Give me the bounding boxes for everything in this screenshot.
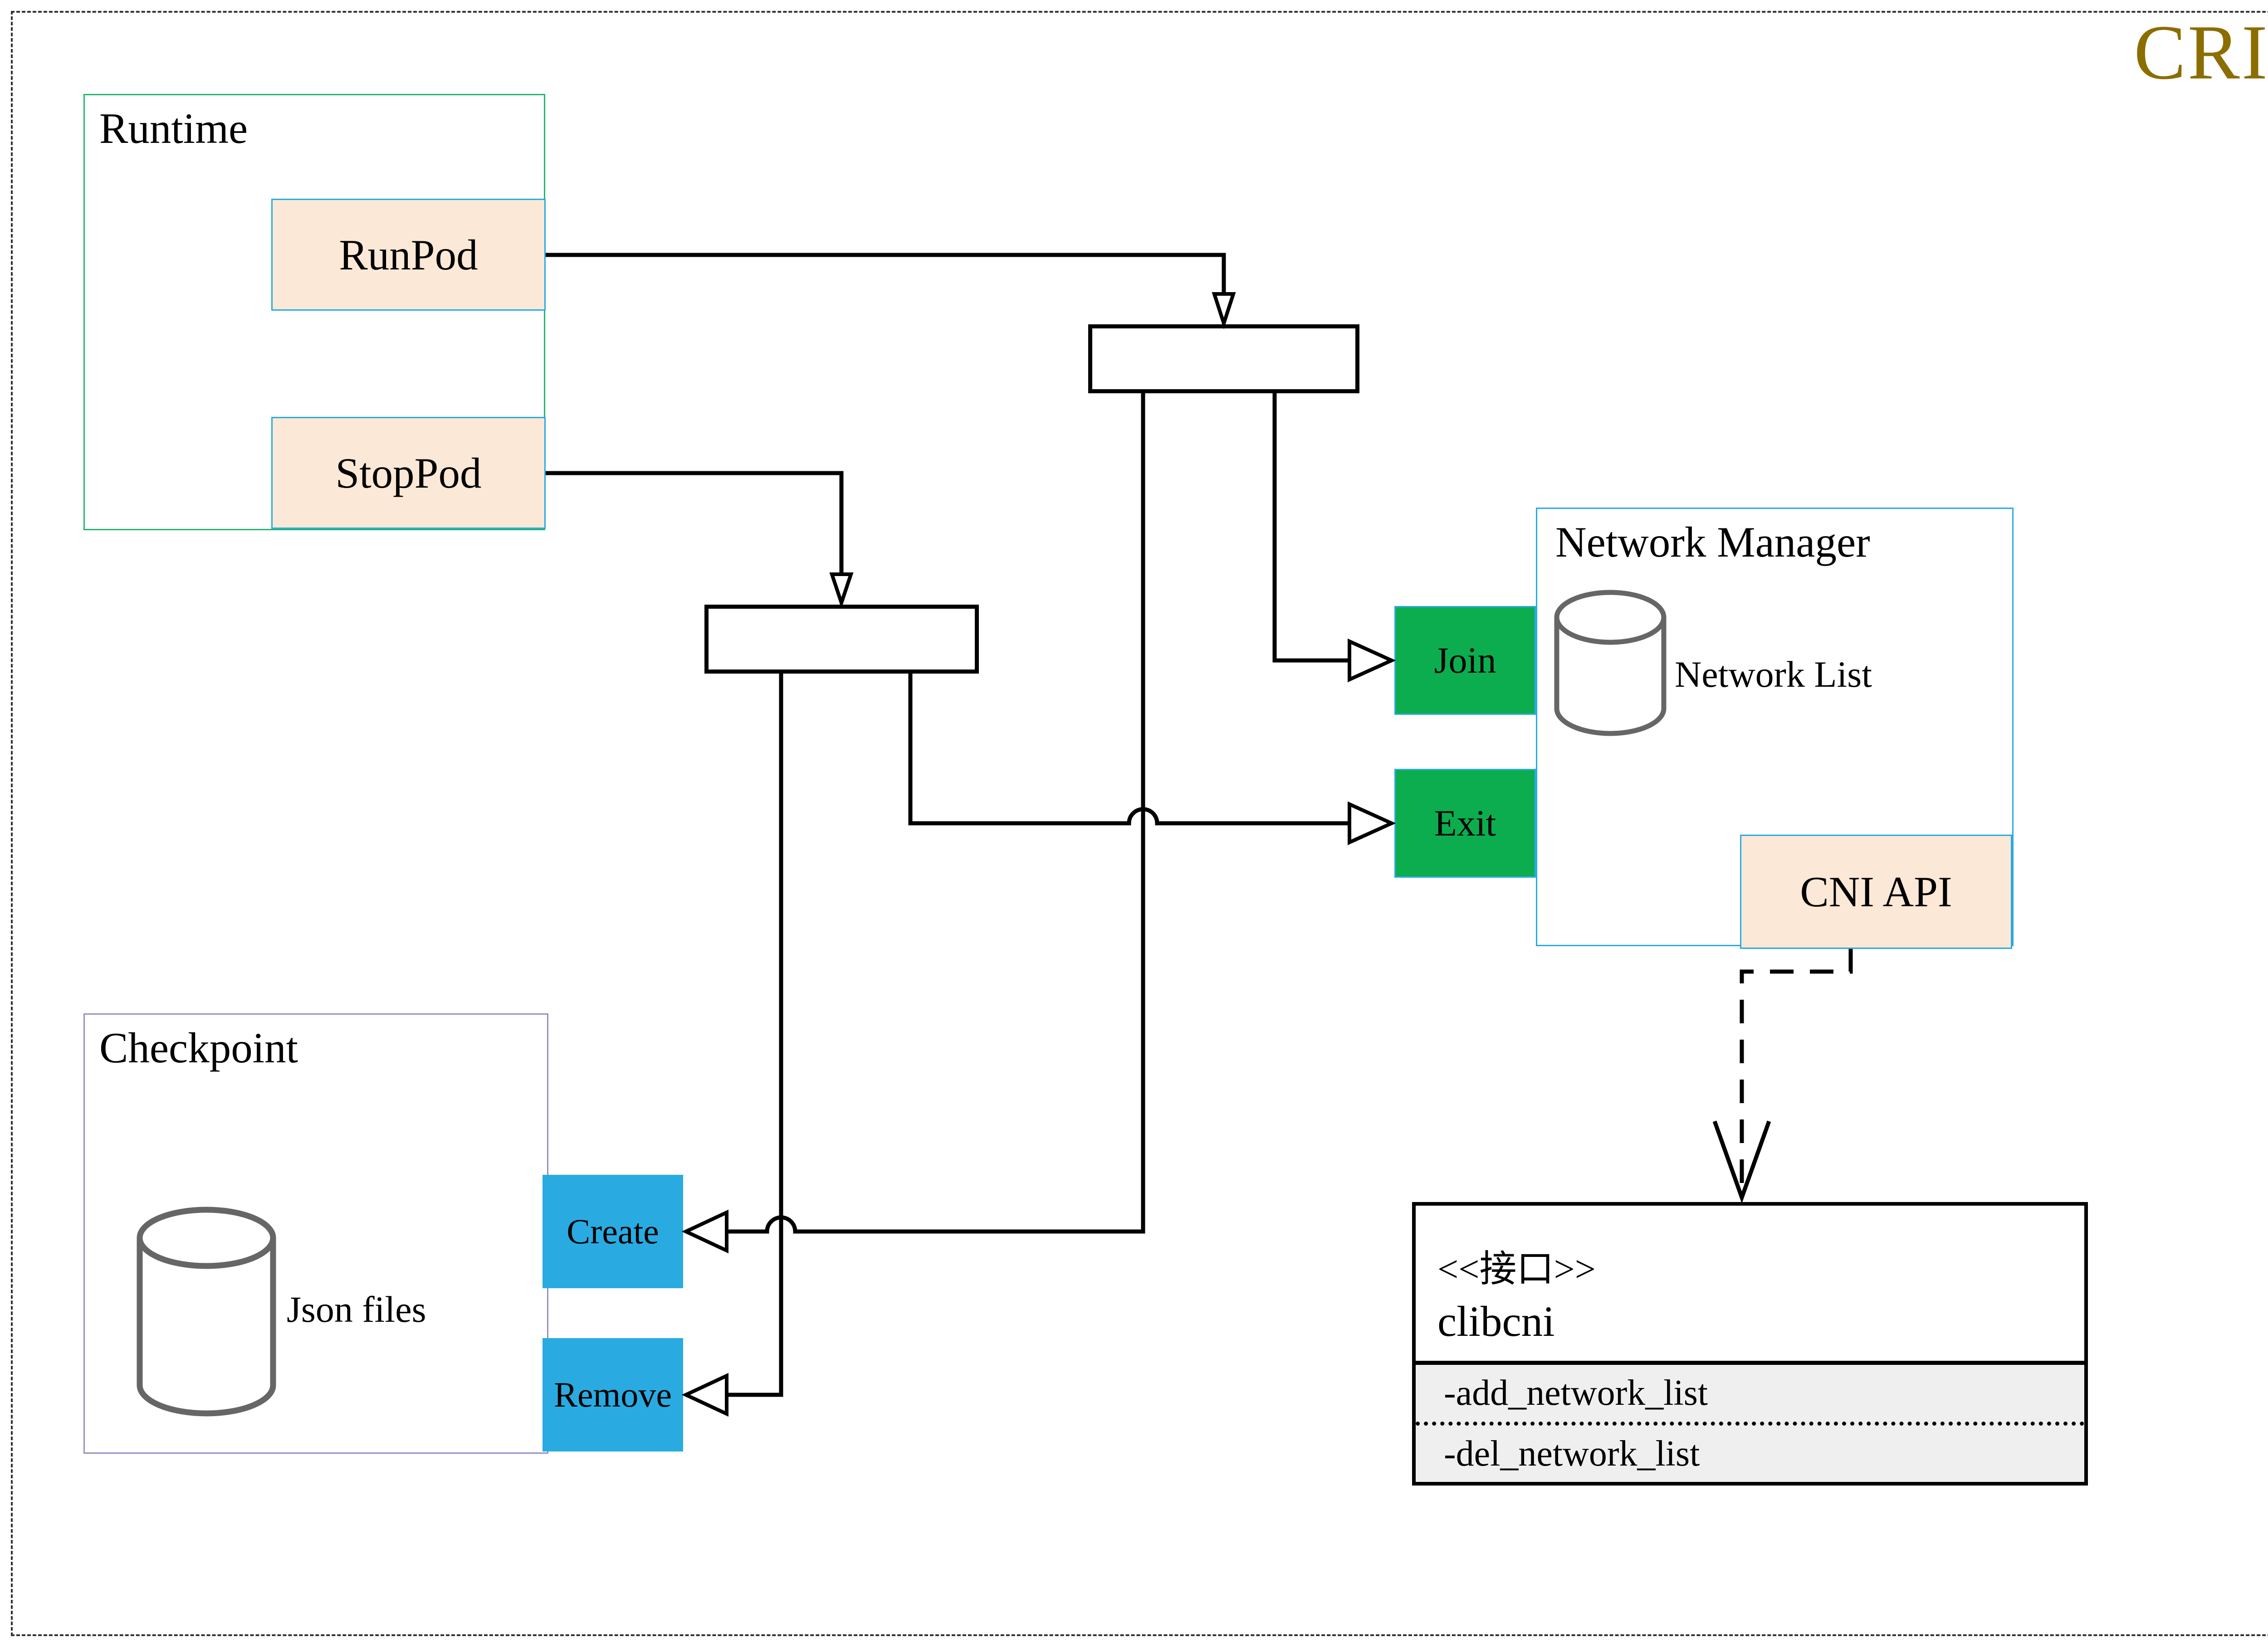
database-icon (1554, 590, 1667, 736)
interface-stereotype: <<接口>> (1437, 1248, 1596, 1290)
outer-dashed-border (11, 11, 2268, 1636)
create-label: Create (567, 1212, 659, 1251)
runpod-node: RunPod (271, 199, 546, 311)
clibcni-interface-box: <<接口>> clibcni -add_network_list -del_ne… (1412, 1202, 2088, 1486)
remove-node: Remove (543, 1338, 683, 1452)
method-row: -add_network_list (1416, 1365, 2084, 1426)
clibcni-header: <<接口>> clibcni (1416, 1206, 2084, 1365)
database-icon (137, 1207, 276, 1417)
cni-api-node: CNI API (1740, 835, 2012, 949)
stoppod-process-box (704, 605, 979, 674)
runtime-title: Runtime (99, 104, 248, 152)
stoppod-label: StopPod (335, 449, 482, 497)
network-manager-title: Network Manager (1555, 518, 1870, 566)
checkpoint-title: Checkpoint (99, 1024, 298, 1072)
exit-label: Exit (1434, 802, 1496, 844)
interface-name: clibcni (1437, 1297, 1555, 1345)
diagram-title: CRI (2134, 10, 2268, 96)
exit-node: Exit (1394, 769, 1536, 878)
json-files-label: Json files (287, 1289, 426, 1330)
runpod-label: RunPod (339, 230, 478, 279)
cni-api-label: CNI API (1800, 868, 1952, 916)
create-node: Create (543, 1175, 683, 1288)
del-network-list-method: -del_network_list (1444, 1433, 1700, 1474)
network-list-label: Network List (1675, 654, 1872, 695)
runpod-process-box (1088, 324, 1359, 393)
method-row: -del_network_list (1416, 1426, 2084, 1482)
join-node: Join (1394, 606, 1536, 715)
add-network-list-method: -add_network_list (1444, 1373, 1708, 1413)
stoppod-node: StopPod (271, 417, 546, 529)
join-label: Join (1434, 640, 1496, 681)
remove-label: Remove (554, 1375, 672, 1414)
